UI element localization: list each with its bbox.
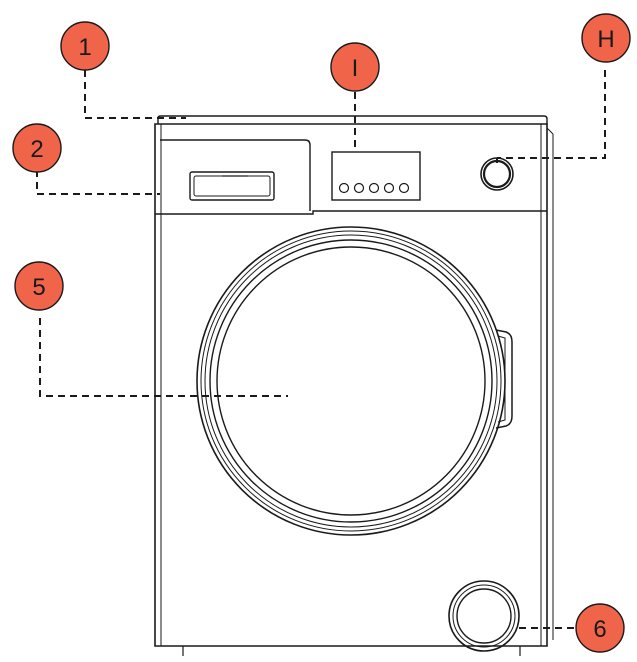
callout-circle <box>575 603 625 653</box>
callout-circle <box>12 123 62 173</box>
side-panel-depth <box>546 127 554 135</box>
machine-top-edge <box>157 115 548 124</box>
leader-line-1 <box>84 70 186 119</box>
detergent-drawer[interactable] <box>189 171 275 201</box>
leader-line-h <box>497 70 606 159</box>
callout-5: 5 <box>14 261 64 311</box>
callout-label: 6 <box>593 616 606 643</box>
callout-label: H <box>597 26 614 53</box>
callout-label: 2 <box>30 136 43 163</box>
leader-line-5 <box>39 318 288 397</box>
program-buttons <box>338 182 410 194</box>
door-outer-ring <box>196 226 506 536</box>
control-panel-bottom-edge <box>155 210 547 215</box>
callout-circle <box>60 21 110 71</box>
callout-circle <box>330 42 380 92</box>
callout-circle <box>14 261 64 311</box>
door-glass <box>216 246 486 516</box>
door-ring-line <box>200 230 502 532</box>
callout-label: 1 <box>78 34 91 61</box>
leader-line-2 <box>36 170 160 195</box>
machine-cabinet <box>154 123 548 647</box>
door[interactable] <box>196 226 513 536</box>
callout-1: 1 <box>60 21 110 71</box>
display-panel <box>331 151 421 201</box>
program-button[interactable] <box>338 182 350 194</box>
program-button[interactable] <box>353 182 365 194</box>
callout-6: 6 <box>575 603 625 653</box>
pump-filter-cover[interactable] <box>448 580 520 652</box>
callout-circle <box>581 13 631 63</box>
callout-i: I <box>330 42 380 92</box>
program-button[interactable] <box>398 182 410 194</box>
callout-2: 2 <box>12 123 62 173</box>
program-dial[interactable] <box>480 157 514 191</box>
program-button[interactable] <box>368 182 380 194</box>
drawer-section-outline <box>160 139 311 211</box>
callout-label: I <box>352 55 359 82</box>
door-handle-inner <box>497 335 506 423</box>
display-window <box>331 151 421 201</box>
callout-label: 5 <box>32 274 45 301</box>
callout-h: H <box>581 13 631 63</box>
door-inner-ring <box>209 239 493 523</box>
washing-machine <box>154 115 554 656</box>
leader-lines <box>36 70 606 629</box>
door-handle[interactable] <box>495 329 513 429</box>
door-ring-line <box>204 234 498 528</box>
program-button[interactable] <box>383 182 395 194</box>
